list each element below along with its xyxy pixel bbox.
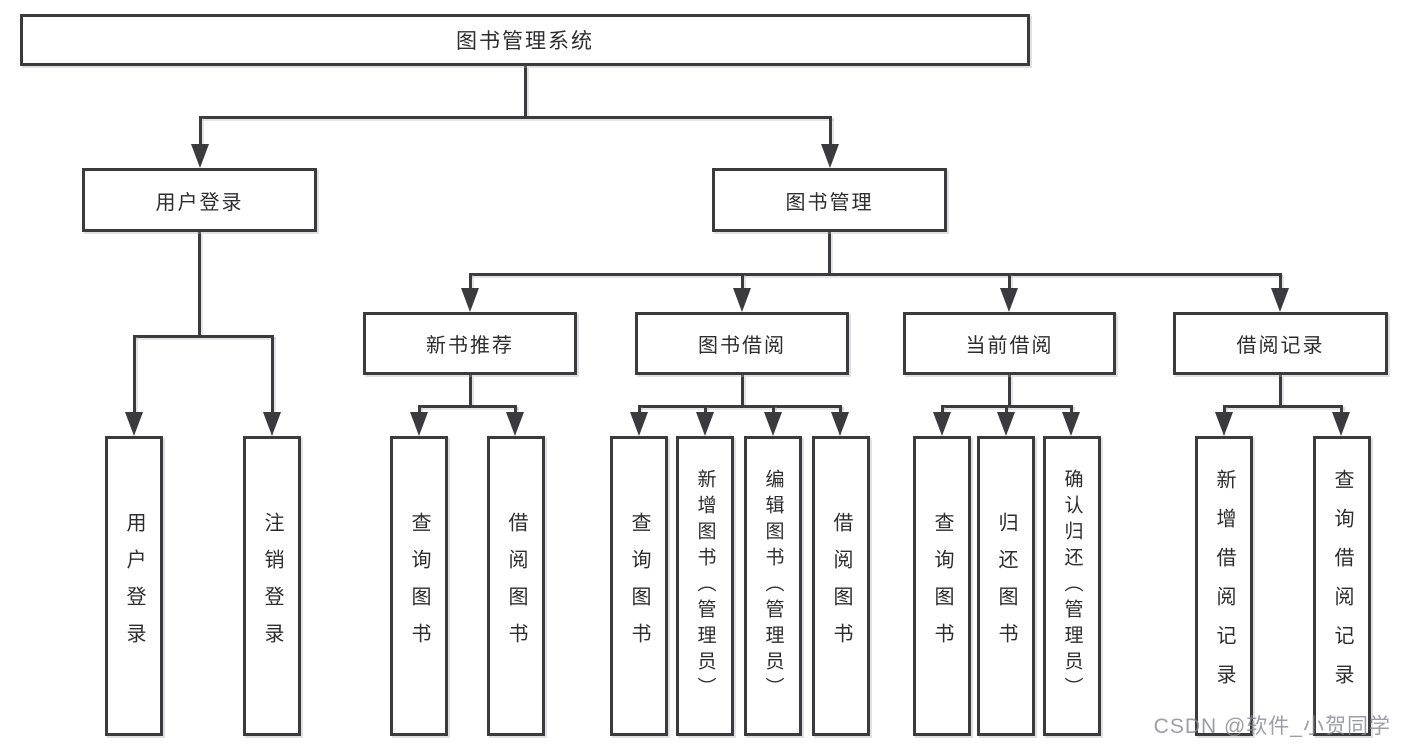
connector-leaf-stem	[1223, 405, 1226, 414]
node-borrowing-records: 借阅记录	[1173, 312, 1388, 375]
node-label: 用户登录	[155, 191, 244, 214]
arrow-down-icon	[410, 412, 428, 436]
arrow-down-icon	[1215, 412, 1233, 436]
leaf-label: 用户登录	[123, 512, 145, 660]
connector-l3-stem	[741, 273, 744, 290]
connector-bookmgmt-stem	[829, 116, 832, 148]
arrow-down-icon	[821, 144, 839, 168]
node-new-book-recommend: 新书推荐	[363, 312, 577, 375]
connector-bookmgmt-down	[828, 232, 831, 273]
leaf-query-books-borrowing: 查询图书	[610, 436, 668, 736]
node-book-borrowing: 图书借阅	[635, 312, 849, 375]
arrow-down-icon	[263, 412, 281, 436]
leaf-user-login: 用户登录	[105, 436, 163, 736]
connector-leaf-stem	[514, 405, 517, 414]
leaf-label: 注销登录	[261, 512, 283, 660]
connector-records-down	[1279, 375, 1282, 405]
node-label: 新书推荐	[426, 335, 514, 357]
arrow-down-icon	[831, 412, 849, 436]
leaf-add-books-admin: 新增图书（管理员）	[676, 436, 734, 736]
leaf-confirm-return-admin: 确认归还（管理员）	[1043, 436, 1101, 736]
connector-root-stem	[524, 66, 527, 116]
arrow-down-icon	[630, 412, 648, 436]
connector-leaf-stem	[638, 405, 641, 414]
leaf-label: 新增图书（管理员）	[694, 469, 716, 703]
leaf-borrow-books: 借阅图书	[812, 436, 870, 736]
connector-records-hline	[1223, 405, 1343, 408]
leaf-label: 查询图书	[931, 512, 953, 660]
node-label: 图书借阅	[698, 335, 786, 357]
node-book-management: 图书管理	[712, 168, 947, 232]
arrow-down-icon	[1000, 288, 1018, 312]
node-label: 图书管理系统	[456, 30, 594, 53]
connector-leaf-stem	[133, 335, 136, 414]
leaf-label: 归还图书	[995, 512, 1017, 660]
arrow-down-icon	[1271, 288, 1289, 312]
leaf-query-books-recommend: 查询图书	[390, 436, 448, 736]
csdn-watermark: CSDN @软件_小贺同学	[1153, 715, 1391, 738]
arrow-down-icon	[733, 288, 751, 312]
arrow-down-icon	[125, 412, 143, 436]
arrow-down-icon	[696, 412, 714, 436]
connector-l3-stem	[1008, 273, 1011, 290]
leaf-edit-books-admin: 编辑图书（管理员）	[744, 436, 802, 736]
connector-leaf-stem	[418, 405, 421, 414]
leaf-label: 编辑图书（管理员）	[762, 469, 784, 703]
connector-borrowing-hline	[638, 405, 842, 408]
arrow-down-icon	[506, 412, 524, 436]
connector-bookmgmt-hline	[469, 273, 1281, 276]
node-label: 当前借阅	[965, 335, 1054, 357]
leaf-label: 查询图书	[408, 512, 430, 660]
connector-leaf-stem	[1070, 405, 1073, 414]
node-library-system: 图书管理系统	[20, 14, 1030, 66]
connector-l3-stem	[1279, 273, 1282, 290]
leaf-label: 新增借阅记录	[1213, 469, 1235, 703]
connector-borrowing-down	[741, 375, 744, 405]
connector-root-hline	[199, 116, 832, 119]
node-label: 图书管理	[785, 191, 874, 214]
arrow-down-icon	[191, 144, 209, 168]
leaf-logout: 注销登录	[243, 436, 301, 736]
arrow-down-icon	[764, 412, 782, 436]
connector-leaf-stem	[1340, 405, 1343, 414]
leaf-add-borrow-record: 新增借阅记录	[1195, 436, 1253, 736]
connector-leaf-stem	[839, 405, 842, 414]
connector-leaf-stem	[1005, 405, 1008, 414]
arrow-down-icon	[1332, 412, 1350, 436]
leaf-borrow-books-recommend: 借阅图书	[487, 436, 545, 736]
arrow-down-icon	[1062, 412, 1080, 436]
connector-userlogin-stem	[199, 116, 202, 148]
leaf-label: 借阅图书	[505, 512, 527, 660]
connector-leaf-stem	[772, 405, 775, 414]
connector-l3-stem	[469, 273, 472, 290]
arrow-down-icon	[997, 412, 1015, 436]
leaf-query-books-current: 查询图书	[913, 436, 971, 736]
connector-recommend-down	[469, 375, 472, 405]
leaf-return-books: 归还图书	[977, 436, 1035, 736]
connector-leaf-stem	[271, 335, 274, 414]
connector-current-down	[1008, 375, 1011, 405]
node-current-borrowing: 当前借阅	[903, 312, 1116, 375]
connector-userlogin-hline	[133, 335, 274, 338]
connector-leaf-stem	[704, 405, 707, 414]
leaf-label: 确认归还（管理员）	[1061, 469, 1083, 703]
leaf-label: 借阅图书	[830, 512, 852, 660]
arrow-down-icon	[933, 412, 951, 436]
leaf-label: 查询图书	[628, 512, 650, 660]
leaf-query-borrow-record: 查询借阅记录	[1313, 436, 1371, 736]
node-user-login: 用户登录	[82, 168, 317, 232]
arrow-down-icon	[461, 288, 479, 312]
leaf-label: 查询借阅记录	[1331, 469, 1353, 703]
connector-leaf-stem	[941, 405, 944, 414]
connector-userlogin-down	[198, 232, 201, 335]
connector-recommend-hline	[418, 405, 517, 408]
node-label: 借阅记录	[1236, 335, 1325, 357]
